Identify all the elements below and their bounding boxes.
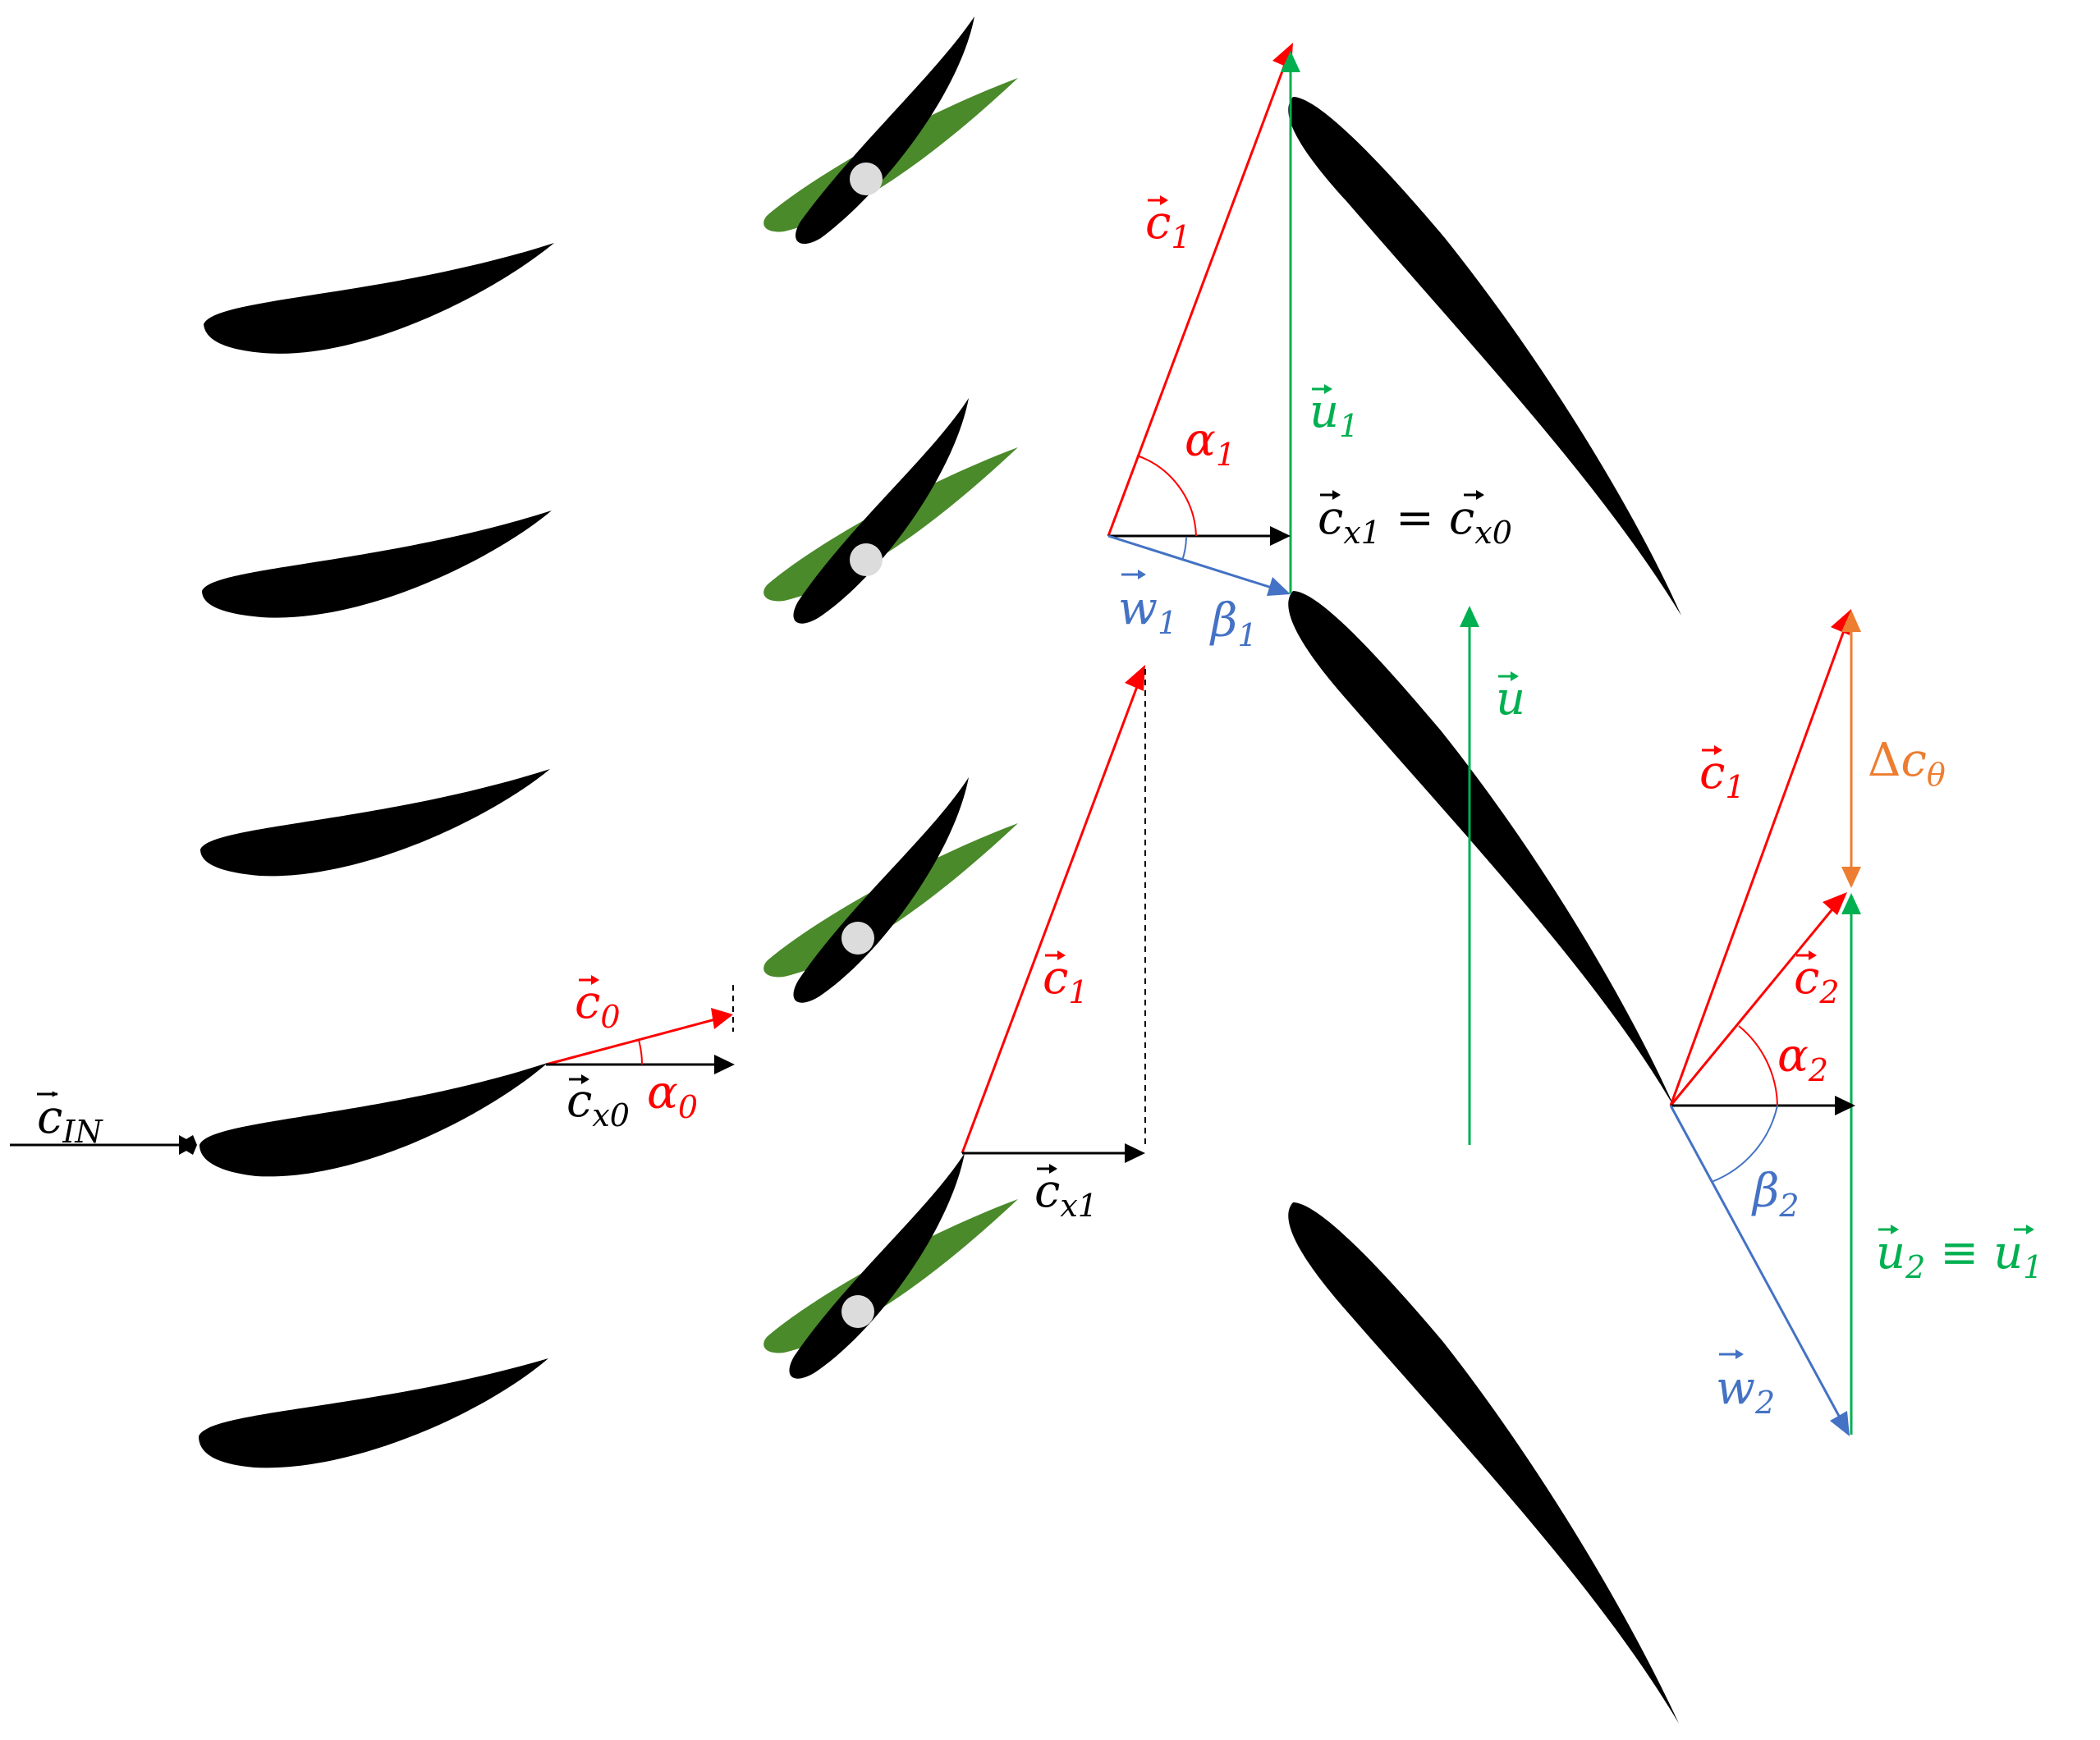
svg-text:c0: c0 [575,976,621,1035]
rotor-blades [1288,97,1681,1724]
label-alpha-1: α1 [1185,414,1236,473]
svg-text:cx1: cx1 [1034,1165,1098,1224]
vsv-4 [763,1153,1018,1379]
svg-text:cIN: cIN [37,1091,103,1150]
label-w-1: w1 [1118,570,1177,641]
rotor-inlet-triangle [1107,43,1300,596]
vsv-3 [763,777,1018,1003]
rotor-blade-3 [1288,1202,1679,1724]
rotor-exit-triangle [1669,609,1861,1436]
igv-blade-4 [199,1063,548,1177]
svg-text:c1: c1 [1043,951,1089,1010]
label-beta-2: β2 [1751,1165,1800,1224]
svg-text:cx0: cx0 [566,1074,630,1133]
rotor-blade-1 [1288,97,1681,616]
vsv-2 [763,398,1018,624]
label-cx1-equals-cx0: cx1=cx0 [1318,490,1512,551]
igv-blade-2 [202,511,552,618]
svg-text:c1: c1 [1699,746,1745,805]
label-c-x1: cx1 [1034,1164,1098,1224]
svg-text:w2: w2 [1716,1362,1775,1421]
igv-blade-5 [199,1358,548,1468]
svg-text:u1: u1 [1309,385,1359,444]
blade-speed-vector [1460,606,1479,1145]
svg-text:w1: w1 [1118,582,1177,641]
pivot-pin [841,1295,874,1328]
label-u-1: u1 [1309,384,1359,444]
svg-text:c2: c2 [1794,951,1840,1010]
vsv-1 [763,16,1018,245]
stator-exit-triangle [961,665,1146,1163]
pivot-pin [841,922,874,955]
variable-stator-vanes [763,16,1018,1379]
label-c-in: cIN [37,1091,103,1150]
label-alpha-2: α2 [1777,1029,1828,1088]
label-beta-1: β1 [1209,594,1258,653]
inlet-guide-vanes [199,243,554,1468]
pivot-pin [850,543,883,576]
label-c-x0: cx0 [566,1074,630,1133]
label-c-1-right: c1 [1699,745,1745,805]
label-u2-equiv-u1: u2≡u1 [1876,1225,2043,1285]
igv-blade-1 [204,243,554,354]
label-u: u [1496,671,1525,726]
svg-text:u2≡u1: u2≡u1 [1876,1226,2043,1285]
pivot-pin [850,163,883,195]
label-alpha-0: α0 [647,1066,698,1125]
label-delta-c-theta: Δcθ [1868,734,1946,793]
label-c-0: c0 [575,975,621,1035]
label-c-1-mid: c1 [1043,950,1089,1010]
svg-text:c1: c1 [1145,196,1191,255]
inlet-velocity-vector [10,1135,197,1155]
label-w-2: w2 [1716,1349,1775,1421]
label-c-1-top: c1 [1145,195,1191,255]
label-c-2: c2 [1794,950,1840,1010]
svg-text:cx1=cx0: cx1=cx0 [1318,492,1512,551]
rotor-blade-2 [1288,591,1675,1108]
igv-exit-triangle [545,985,735,1074]
igv-blade-3 [200,769,550,877]
